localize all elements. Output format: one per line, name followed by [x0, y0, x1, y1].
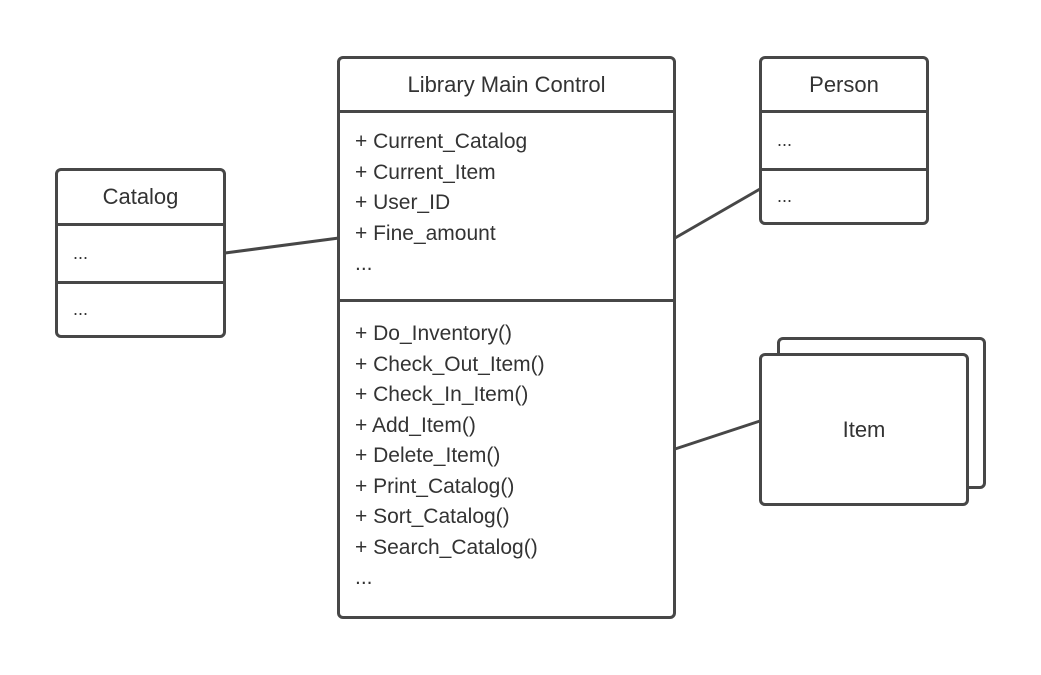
person-attributes-ellipsis: ...	[777, 130, 793, 150]
method-print-catalog: + Print_Catalog()	[355, 474, 515, 498]
attribute-current-item: + Current_Item	[355, 160, 496, 184]
item-class: Item	[759, 353, 969, 506]
class-name-library-main-control: Library Main Control	[340, 59, 673, 113]
person-class: Person ... ...	[759, 56, 929, 225]
person-attributes-section: ...	[762, 113, 926, 171]
attribute-ellipsis: ...	[355, 252, 373, 275]
attribute-current-catalog: + Current_Catalog	[355, 130, 528, 153]
method-ellipsis: ...	[355, 566, 373, 589]
method-check-out-item: + Check_Out_Item()	[355, 352, 545, 376]
catalog-main-connector	[224, 236, 340, 255]
method-check-in-item: + Check_In_Item()	[355, 383, 529, 406]
library-main-control-class: Library Main Control + Current_Catalog +…	[337, 56, 676, 619]
main-item-connector	[674, 419, 761, 451]
catalog-methods-section: ...	[58, 284, 223, 335]
method-sort-catalog: + Sort_Catalog()	[355, 505, 510, 528]
class-name-person: Person	[762, 59, 926, 113]
main-attributes-section: + Current_Catalog + Current_Item + User_…	[340, 113, 673, 302]
catalog-methods-ellipsis: ...	[73, 299, 89, 319]
method-do-inventory: + Do_Inventory()	[355, 322, 512, 345]
main-person-connector	[674, 187, 761, 240]
catalog-attributes-ellipsis: ...	[73, 243, 89, 263]
class-name-item: Item	[842, 416, 886, 442]
attribute-user-id: + User_ID	[355, 191, 451, 214]
method-search-catalog: + Search_Catalog()	[355, 535, 538, 559]
method-delete-item: + Delete_Item()	[355, 444, 501, 467]
class-name-catalog: Catalog	[58, 171, 223, 226]
catalog-attributes-section: ...	[58, 226, 223, 284]
method-add-item: + Add_Item()	[355, 413, 476, 437]
person-methods-section: ...	[762, 171, 926, 222]
main-methods-section: + Do_Inventory() + Check_Out_Item() + Ch…	[340, 302, 673, 594]
person-methods-ellipsis: ...	[777, 186, 793, 206]
attribute-fine-amount: + Fine_amount	[355, 221, 496, 245]
catalog-class: Catalog ... ...	[55, 168, 226, 338]
